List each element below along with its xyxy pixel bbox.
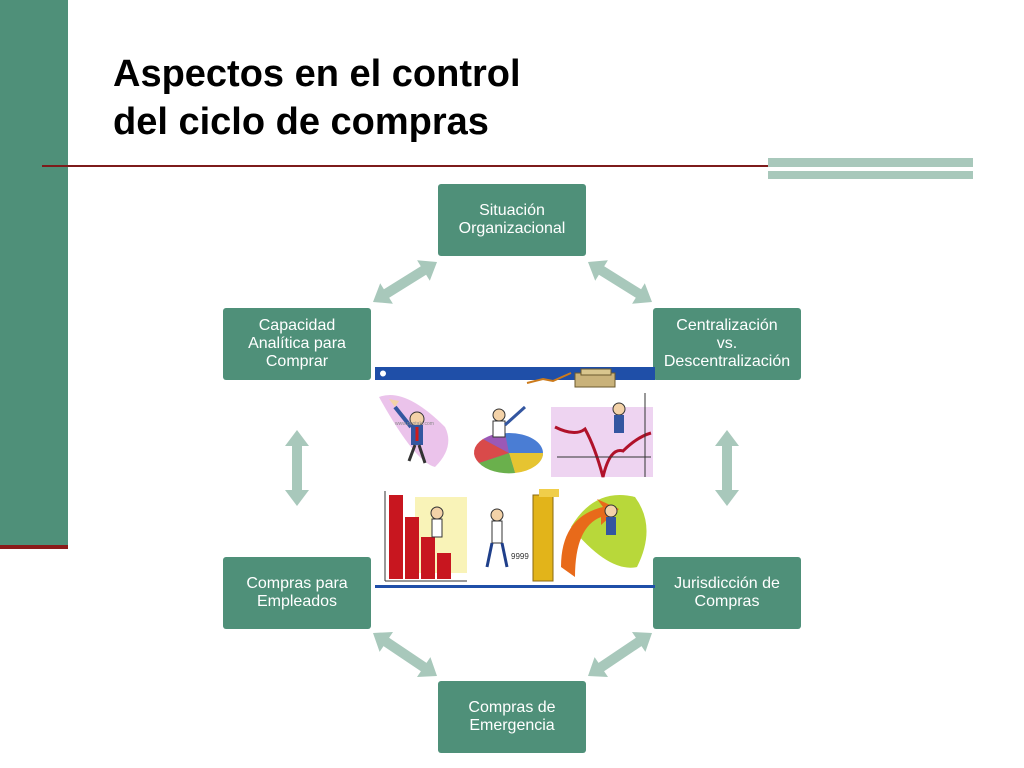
illustration-bottom-line xyxy=(375,585,655,588)
gold-gauge-figure xyxy=(485,489,559,582)
title-accent-stripe-top xyxy=(768,158,973,167)
watermark-1: www.photaki.com xyxy=(395,421,434,427)
node-situacion-organizacional[interactable]: Situación Organizacional xyxy=(438,184,586,256)
slide-title-line-1: Aspectos en el control xyxy=(113,53,521,95)
arrow-centralizacion-jurisdiccion xyxy=(715,430,739,506)
arrow-empleados-capacidad xyxy=(285,430,309,506)
node-label-centralizacion: Centralización vs. Descentralización xyxy=(663,317,791,370)
growth-arrow-figure xyxy=(561,495,647,577)
node-label-empleados: Compras para Empleados xyxy=(246,575,348,610)
money-stack-icon xyxy=(574,368,616,388)
flying-businessman-figure xyxy=(379,395,449,467)
bar-chart-figure xyxy=(384,491,467,582)
slide-title: Aspectos en el control del ciclo de comp… xyxy=(113,50,521,146)
node-jurisdiccion[interactable]: Jurisdicción de Compras xyxy=(653,557,801,629)
pie-chart-figure xyxy=(473,405,544,474)
business-illustration: www.photaki.com 99 xyxy=(375,367,655,588)
title-accent-stripe-bottom xyxy=(768,171,973,179)
node-label-emergencia: Compras de Emergencia xyxy=(468,699,556,734)
left-accent-bar xyxy=(0,0,68,545)
node-compras-empleados[interactable]: Compras para Empleados xyxy=(223,557,371,629)
arrow-situacion-centralizacion xyxy=(588,260,652,304)
arrow-emergencia-empleados xyxy=(373,632,437,677)
gauge-label: 9999 xyxy=(511,552,529,561)
slide-title-line-2: del ciclo de compras xyxy=(113,101,489,143)
node-centralizacion[interactable]: Centralización vs. Descentralización xyxy=(653,308,801,380)
node-label-capacidad: Capacidad Analítica para Comprar xyxy=(248,317,346,370)
title-rule xyxy=(42,165,972,167)
node-label-jurisdiccion: Jurisdicción de Compras xyxy=(674,575,780,610)
node-compras-emergencia[interactable]: Compras de Emergencia xyxy=(438,681,586,753)
node-capacidad-analitica[interactable]: Capacidad Analítica para Comprar xyxy=(223,308,371,380)
node-label-situacion: Situación Organizacional xyxy=(458,202,566,237)
rising-trend-line xyxy=(526,372,572,384)
arrow-situacion-capacidad xyxy=(373,260,437,304)
line-graph-figure xyxy=(551,393,653,478)
arrow-jurisdiccion-emergencia xyxy=(588,632,652,677)
illustration-top-bar-dot xyxy=(380,370,386,377)
left-accent-underline xyxy=(0,545,68,549)
